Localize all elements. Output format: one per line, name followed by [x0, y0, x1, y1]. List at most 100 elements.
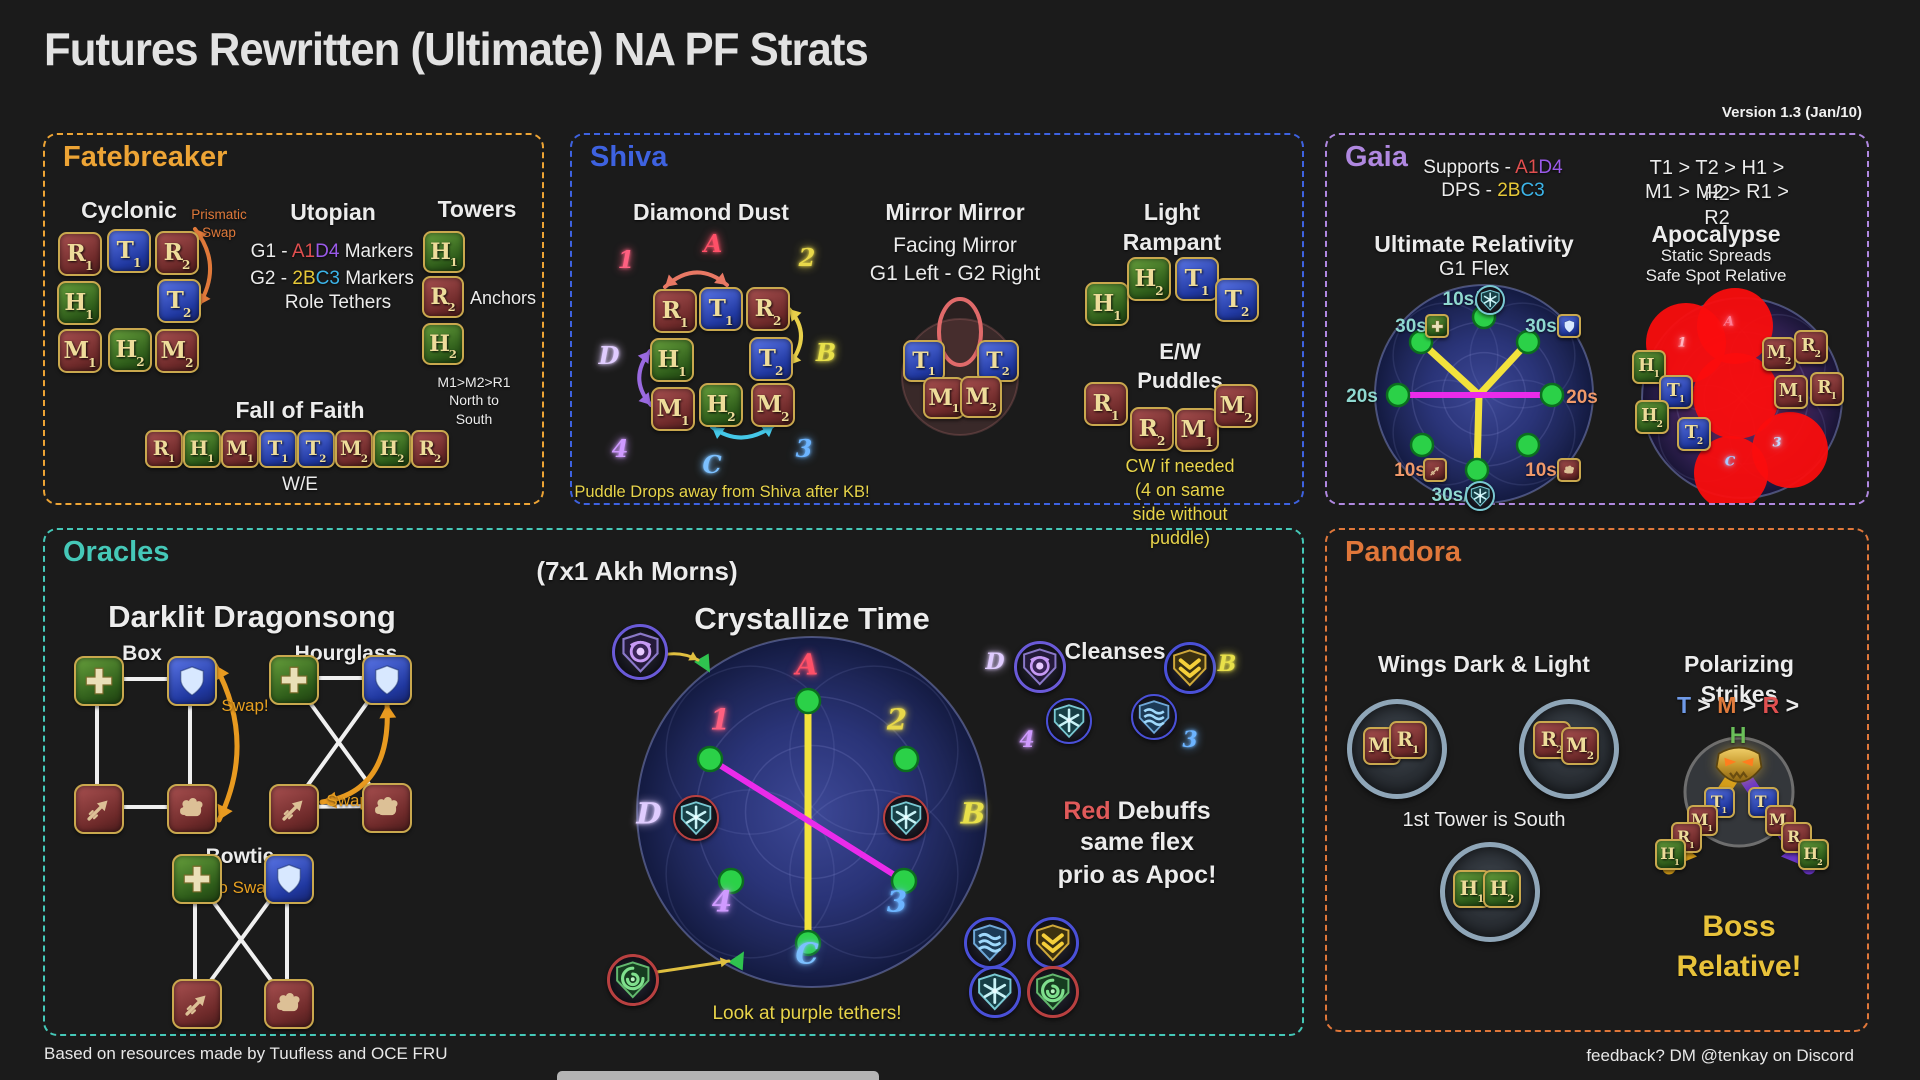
oracles-title: Oracles: [63, 536, 170, 568]
diagram-label: M1 > M2 > R1 > R2: [1645, 181, 1789, 230]
gaia-title: Gaia: [1345, 141, 1408, 173]
tank-icon: [167, 656, 217, 706]
melee-icon: [1557, 458, 1581, 482]
waymark-1: 1: [1677, 335, 1687, 351]
waymark-3: 3: [795, 434, 813, 463]
diagram-label: Fall of Faith: [235, 397, 365, 423]
debuff-chev-icon: [1027, 917, 1079, 969]
diagram-label: Static Spreads: [1660, 246, 1772, 265]
diagram-label: 10s: [1394, 460, 1426, 481]
diagram-label: Safe Spot Relative: [1645, 266, 1787, 285]
tank-icon: [1557, 314, 1581, 338]
waymark-d: D: [985, 649, 1005, 675]
waymark-4: 4: [611, 434, 629, 463]
ranged-icon: [1423, 458, 1447, 482]
waymark-a: A: [795, 647, 819, 682]
version-label: Version 1.3 (Jan/10): [1721, 104, 1862, 121]
diagram-label: T > M > R > H: [1676, 692, 1800, 749]
waymark-c: C: [702, 450, 722, 479]
diagram-label: Utopian: [290, 199, 376, 225]
ranged-icon: [74, 784, 124, 834]
waymark-b: B: [815, 338, 837, 367]
diagram-label: Facing Mirror: [893, 234, 1017, 257]
diagram-label: Mirror Mirror: [885, 199, 1025, 225]
diagram-label: (4 on same side without puddle): [1132, 480, 1228, 548]
pandora-title: Pandora: [1345, 536, 1462, 568]
waymark-3: 3: [886, 884, 908, 919]
diagram-label: Diamond Dust: [633, 199, 789, 225]
debuff-ice-icon: [1046, 698, 1092, 744]
diagram-label: 30s: [1395, 316, 1427, 337]
ranged-icon: [172, 979, 222, 1029]
diagram-label: 30s/: [1431, 485, 1469, 506]
debuff-wind-icon: [1027, 966, 1079, 1018]
waymark-c: C: [1724, 454, 1736, 470]
bottom-scrollbar[interactable]: [557, 1071, 879, 1080]
diagram-label: Polarizing Strikes: [1684, 651, 1794, 708]
waymark-2: 2: [886, 702, 908, 737]
waymark-a: A: [703, 229, 723, 258]
waymark-3: 3: [1182, 727, 1198, 753]
diagram-label: same flex prio as Apoc!: [1057, 828, 1217, 889]
diagram-label: Boss Relative!: [1676, 910, 1802, 983]
waymark-4: 4: [711, 884, 733, 919]
diagram-label: G1 Left - G2 Right: [869, 262, 1041, 285]
debuff-ice-icon: [969, 966, 1021, 1018]
waymark-1: 1: [709, 702, 731, 737]
tank-icon: [362, 655, 412, 705]
melee-icon: [362, 783, 412, 833]
diagram-label: Anchors: [469, 288, 537, 308]
debuff-water-icon: [1131, 694, 1177, 740]
diagram-label: Swap!: [326, 791, 374, 810]
diagram-label: Box: [122, 642, 162, 665]
tank-icon: [264, 854, 314, 904]
diagram-label: Cleanses: [1064, 638, 1166, 664]
debuff-eye-icon: [612, 624, 668, 680]
waymark-d: D: [636, 796, 662, 831]
debuff-wind-icon: [607, 954, 659, 1006]
diagram-label: W/E: [282, 474, 318, 495]
waymark-c: C: [795, 936, 819, 971]
credits-text: Based on resources made by Tuufless and …: [44, 1044, 448, 1063]
waymark-b: B: [1217, 651, 1237, 677]
diagram-label: Look at purple tethers!: [712, 1003, 902, 1024]
feedback-text: feedback? DM @tenkay on Discord: [1586, 1046, 1854, 1065]
healer-icon: [269, 655, 319, 705]
diagram-label: G1 Flex: [1438, 258, 1510, 280]
debuff-eye-icon: [1014, 641, 1066, 693]
diagram-label: Darklit Dragonsong: [108, 599, 396, 634]
diagram-label: T1 > T2 > H1 > H2: [1649, 157, 1785, 206]
